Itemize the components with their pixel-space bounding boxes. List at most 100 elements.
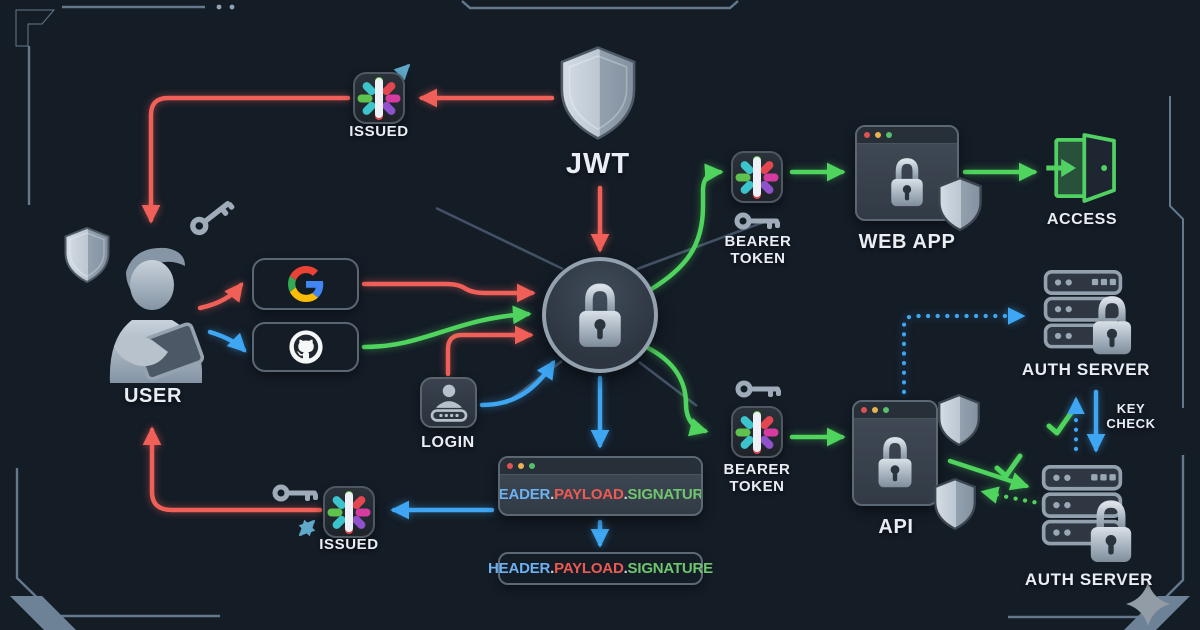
shield-icon [938,393,980,447]
frame-top-notch [461,0,739,10]
arrow-issued-bottom-to-user [142,426,323,513]
key-check-label: KEY CHECK [1100,401,1162,431]
door-access-icon [1046,133,1116,203]
arrow-authserver-bottom-to-api-dotted [980,486,1047,507]
bearer-token-top-line1: BEARER [724,233,792,250]
window-dot-red [507,463,513,469]
key-check-line2: CHECK [1106,415,1156,431]
token-spinner-icon [731,406,783,458]
sparkle-icon [1126,582,1170,626]
window-titlebar [857,127,957,144]
token-payload: PAYLOAD [554,486,624,503]
google-provider-box [252,258,359,310]
auth-server-bottom-label: AUTH SERVER [1024,570,1154,589]
shield-icon [560,46,636,140]
arrow-user-to-google [197,281,244,311]
login-label: LOGIN [421,434,475,451]
frame-corner-bottom-right [1124,596,1190,630]
auth-lock-circle [542,257,658,373]
token-header: HEADER [498,486,551,503]
lock-icon [1090,500,1132,562]
key-icon [735,380,781,398]
window-titlebar [500,458,701,475]
frame-dot [229,4,235,10]
issued-top-label: ISSUED [349,123,409,140]
arrow-login-to-lock [445,325,534,377]
window-dot-red [861,407,867,413]
token-signature: SIGNATURE [627,486,703,503]
blue-arrows [207,307,1106,548]
window-dot-green [886,132,892,138]
jwt-label: JWT [565,148,631,180]
bearer-token-bottom-line2: TOKEN [729,477,785,495]
red-arrows [141,88,610,513]
arrow-issued-top-to-user [141,95,351,224]
token-spinner-icon [731,151,783,203]
auth-server-top-label: AUTH SERVER [1021,360,1151,379]
bearer-token-bottom-label: BEARER TOKEN [713,461,801,496]
window-dot-yellow [872,407,878,413]
window-dot-yellow [875,132,881,138]
server-icon [1041,465,1123,546]
frame-line-right [1169,96,1184,408]
token-spinner-icon [323,486,375,538]
arrow-github-to-lock [361,305,532,350]
jwt-token-text: HEADER.PAYLOAD.SIGNATURE [500,475,701,514]
lock-icon [891,157,923,206]
frame-corner-bottom-left [10,596,76,630]
shield-icon [934,477,976,531]
key-check-line1: KEY [1116,401,1146,416]
green-arrows [361,162,1074,507]
arrow-api-to-authserver-bottom [947,458,1030,491]
github-provider-box [252,322,359,372]
token-separator: . [550,560,555,577]
frame-dot [216,4,222,10]
checkmark-icon [1046,410,1074,436]
window-dot-red [864,132,870,138]
token-separator: . [550,486,555,503]
token-separator: . [623,560,628,577]
lock-icon [579,283,621,347]
issued-bottom-label: ISSUED [319,536,379,553]
bearer-token-top-line2: TOKEN [730,249,786,267]
access-label: ACCESS [1046,211,1118,228]
github-logo-icon [288,330,323,364]
shield-icon [64,226,110,284]
webapp-label: WEB APP [858,231,956,253]
frame-corner-top-left [15,9,56,47]
jwt-token-pill: HEADER.PAYLOAD.SIGNATURE [488,552,713,585]
arrow-google-to-lock [361,281,536,303]
window-dot-green [883,407,889,413]
token-payload: PAYLOAD [554,560,624,577]
lock-icon [1092,296,1132,355]
user-figure-icon [109,247,205,383]
jwt-token-window: HEADER.PAYLOAD.SIGNATURE [498,456,703,516]
jwt-token-text: HEADER.PAYLOAD.SIGNATURE [488,554,713,583]
token-signature: SIGNATURE [627,560,714,577]
lock-icon [878,436,912,487]
key-icon [190,201,235,236]
token-separator: . [623,486,628,503]
api-window [852,400,938,506]
frame-corner-bottom-left-line [15,468,220,618]
token-header: HEADER [488,560,551,577]
google-logo-icon [287,266,323,302]
hud-frame [10,0,1190,630]
login-form-icon [420,377,477,428]
arrow-login-to-lock-blue [479,359,556,408]
arrow-user-to-github [207,329,247,353]
checkmark-icon [994,453,1023,479]
shield-icon [938,176,982,232]
window-dot-yellow [518,463,524,469]
api-label: API [878,516,914,538]
arrow-api-to-authserver-top-dotted [901,307,1026,395]
key-icon [734,212,780,230]
user-label: USER [124,385,182,407]
arrow-diagonal-double-icon [298,519,316,537]
window-titlebar [854,402,936,419]
bearer-token-bottom-line1: BEARER [723,461,791,478]
arrow-lock-to-bearer-bottom [645,345,709,437]
window-dot-green [529,463,535,469]
